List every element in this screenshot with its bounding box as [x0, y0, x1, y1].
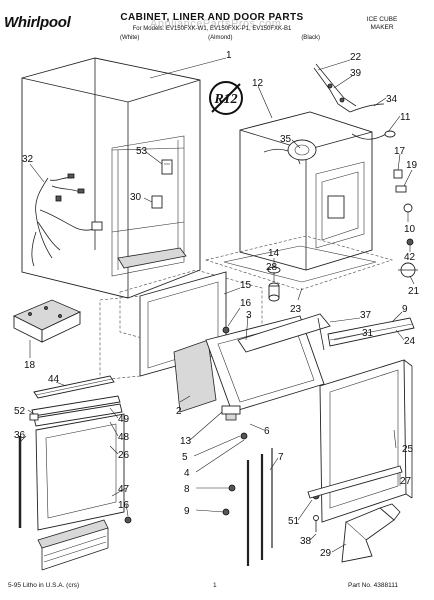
- footer-part-number: Part No. 4388111: [348, 582, 398, 589]
- hinge-bracket: [151, 195, 163, 209]
- callout-17: 17: [394, 146, 406, 157]
- callout-12: 12: [252, 78, 264, 89]
- ice-scoop: [341, 503, 401, 563]
- door-switch: [161, 159, 173, 175]
- callout-31: 31: [362, 328, 374, 339]
- callout-8: 8: [184, 484, 190, 495]
- callout-4: 4: [184, 468, 190, 479]
- callout-7: 7: [278, 452, 284, 463]
- inner-door-panel: [173, 313, 331, 413]
- callout-38: 38: [300, 536, 312, 547]
- callout-53: 53: [136, 146, 148, 157]
- color-almond: (Almond): [208, 35, 233, 41]
- callout-47: 47: [118, 484, 130, 495]
- model-list: For Models: EV150FXK-W1, EV150FXK-P1, EV…: [132, 26, 292, 32]
- callout-19: 19: [406, 160, 418, 171]
- callout-1: 1: [226, 50, 232, 61]
- brand-logo: Whirlpool: [4, 14, 71, 31]
- callout-51: 51: [288, 516, 300, 527]
- callout-14: 14: [268, 248, 280, 259]
- outer-door: [319, 359, 413, 523]
- callout-21: 21: [408, 286, 420, 297]
- callout-35: 35: [280, 134, 292, 145]
- drain-assembly: [398, 238, 418, 278]
- callout-39: 39: [350, 68, 362, 79]
- base-pan: [119, 235, 394, 351]
- drain-fittings: [393, 169, 413, 213]
- callout-23: 23: [290, 304, 302, 315]
- callout-18: 18: [24, 360, 36, 371]
- callout-26: 26: [118, 450, 130, 461]
- color-white: (White): [120, 35, 140, 41]
- color-black: (Black): [301, 35, 320, 41]
- callout-29: 29: [320, 548, 332, 559]
- callout-16a: 16: [240, 298, 252, 309]
- top-trim: [33, 375, 115, 399]
- diagram-title: CABINET, LINER AND DOOR PARTS: [120, 12, 304, 23]
- callout-6: 6: [264, 426, 270, 437]
- callout-numbers: 1 22 39 12 34 11 35 17 19 32 53 30 10 42…: [14, 50, 420, 559]
- bottom-trim: [307, 465, 403, 499]
- callout-10: 10: [404, 224, 416, 235]
- callout-32: 32: [22, 154, 34, 165]
- callout-2: 2: [176, 406, 182, 417]
- callout-48: 48: [118, 432, 130, 443]
- color-list: (White) (Almond) (Black): [120, 35, 320, 41]
- callout-13: 13: [180, 436, 192, 447]
- callout-49: 49: [118, 414, 130, 425]
- ice-scoop-holder: [313, 63, 357, 113]
- callout-36: 36: [14, 430, 26, 441]
- callout-22: 22: [350, 52, 362, 63]
- callout-27: 27: [400, 476, 412, 487]
- r12-refrigerant-stamp: R12: [209, 81, 243, 115]
- callout-44: 44: [48, 374, 60, 385]
- callout-16b: 16: [118, 500, 130, 511]
- watermark: AppliancePartsPros.com: [150, 18, 282, 30]
- callout-9: 9: [402, 304, 408, 315]
- liner: [239, 111, 373, 271]
- callout-24: 24: [404, 336, 416, 347]
- insulation-block: [13, 299, 81, 343]
- spacer-parts: [267, 266, 281, 302]
- callout-37: 37: [360, 310, 372, 321]
- footer-print-info: 5-95 Litho in U.S.A. (crs): [8, 582, 80, 589]
- door-handles: [246, 448, 273, 566]
- callout-15: 15: [240, 280, 252, 291]
- door-gasket: [327, 317, 415, 347]
- callout-5: 5: [182, 452, 188, 463]
- section-label: ICE CUBE MAKER: [366, 16, 398, 31]
- wiring-harness: [31, 173, 103, 267]
- callout-30: 30: [130, 192, 142, 203]
- callout-3: 3: [246, 310, 252, 321]
- cabinet: [21, 57, 201, 299]
- hinge: [221, 405, 248, 440]
- callout-34: 34: [386, 94, 398, 105]
- callout-11: 11: [400, 112, 411, 123]
- callout-52: 52: [14, 406, 26, 417]
- leader-lines: [19, 57, 415, 553]
- callout-28: 28: [266, 262, 278, 273]
- callout-9b: 9: [184, 506, 190, 517]
- callout-42: 42: [404, 252, 416, 263]
- footer-page-number: 1: [213, 582, 217, 589]
- callout-25: 25: [402, 444, 414, 455]
- door-panel-assembly: [31, 395, 125, 571]
- water-tube: [349, 103, 396, 140]
